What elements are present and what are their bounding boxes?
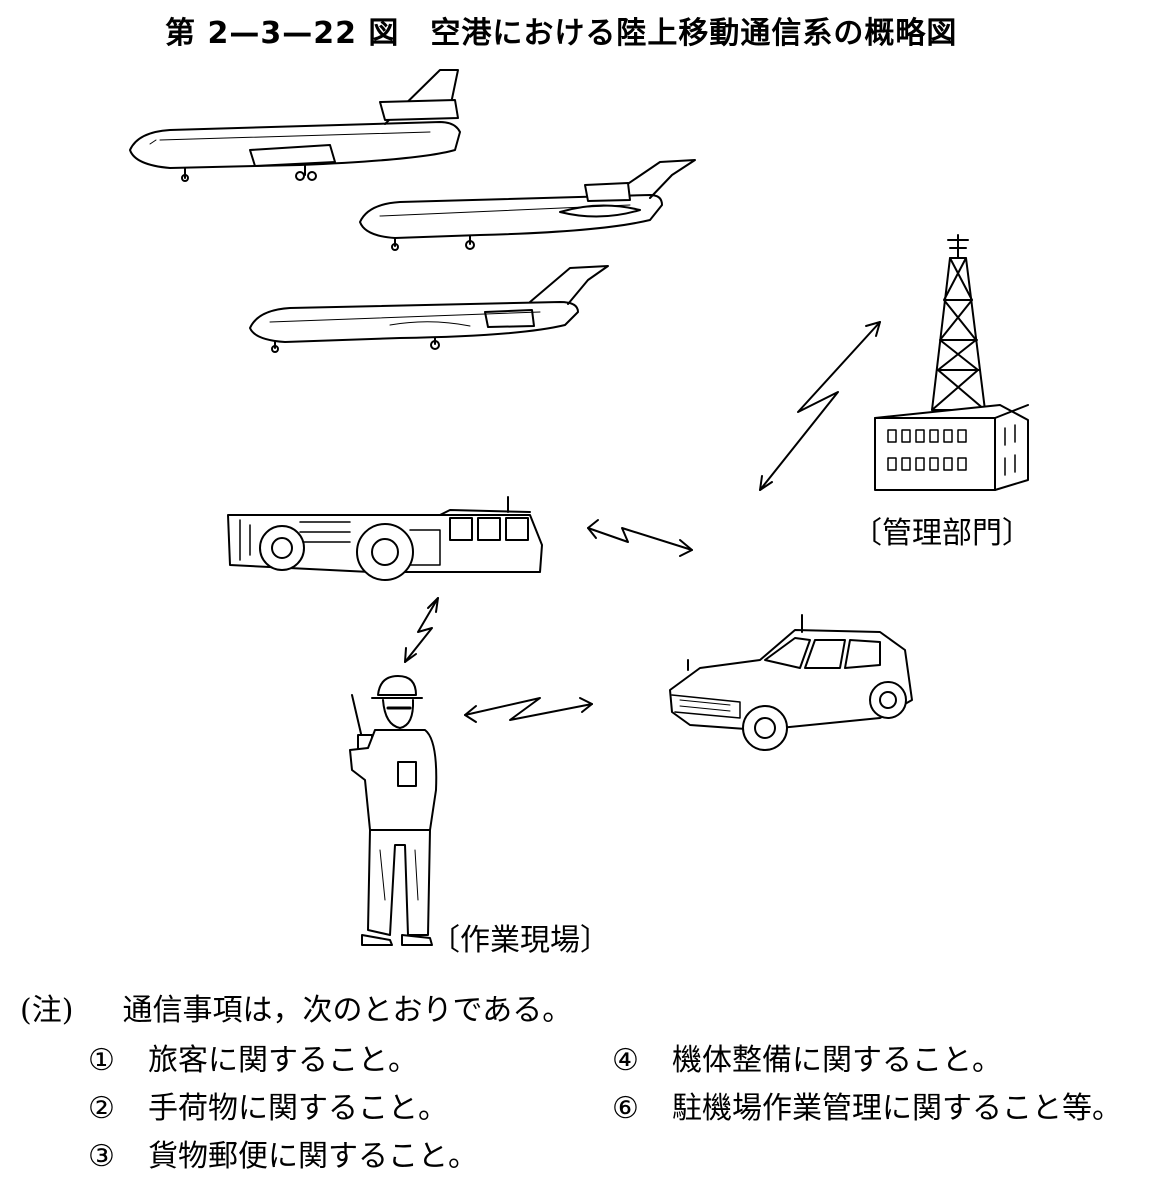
note-item-number: ② xyxy=(88,1091,115,1126)
note-heading: (注) 通信事項は，次のとおりである。 xyxy=(20,985,572,1029)
figure-title: 第 2—3—22 図 空港における陸上移動通信系の概略図 xyxy=(165,16,958,51)
note-prefix: (注) xyxy=(20,993,74,1028)
worker-icon xyxy=(349,675,438,946)
radio-tower-icon xyxy=(931,234,986,411)
airplane-icon xyxy=(359,159,696,251)
note-item: ③ 貨物郵便に関すること。 xyxy=(88,1131,478,1175)
radio-link-icon xyxy=(759,321,881,491)
note-item-text: 貨物郵便に関すること。 xyxy=(148,1139,478,1174)
note-text: 通信事項は，次のとおりである。 xyxy=(122,993,573,1028)
radio-link-icon xyxy=(464,697,593,723)
management-label: 〔管理部門〕 xyxy=(852,516,1032,551)
car-icon xyxy=(669,614,913,751)
note-item-number: ③ xyxy=(88,1139,115,1174)
note-item-number: ⑥ xyxy=(612,1091,639,1126)
note-item: ④ 機体整備に関すること。 xyxy=(612,1035,1002,1079)
note-item-text: 旅客に関すること。 xyxy=(148,1043,418,1078)
radio-link-icon xyxy=(587,519,693,557)
tug-vehicle-icon xyxy=(227,496,543,581)
note-item: ② 手荷物に関すること。 xyxy=(88,1083,448,1127)
note-item-text: 手荷物に関すること。 xyxy=(148,1091,448,1126)
note-item: ⑥ 駐機場作業管理に関すること等。 xyxy=(612,1083,1122,1127)
radio-link-icon xyxy=(404,597,439,663)
note-item-text: 駐機場作業管理に関すること等。 xyxy=(672,1091,1122,1126)
note-item-number: ④ xyxy=(612,1043,639,1078)
building-icon xyxy=(874,404,1029,491)
note-item-number: ① xyxy=(88,1043,115,1078)
airplane-icon xyxy=(129,69,461,182)
worksite-label: 〔作業現場〕 xyxy=(430,923,610,958)
airplane-icon xyxy=(249,265,609,353)
note-item-text: 機体整備に関すること。 xyxy=(672,1043,1002,1078)
note-item: ① 旅客に関すること。 xyxy=(88,1035,418,1079)
